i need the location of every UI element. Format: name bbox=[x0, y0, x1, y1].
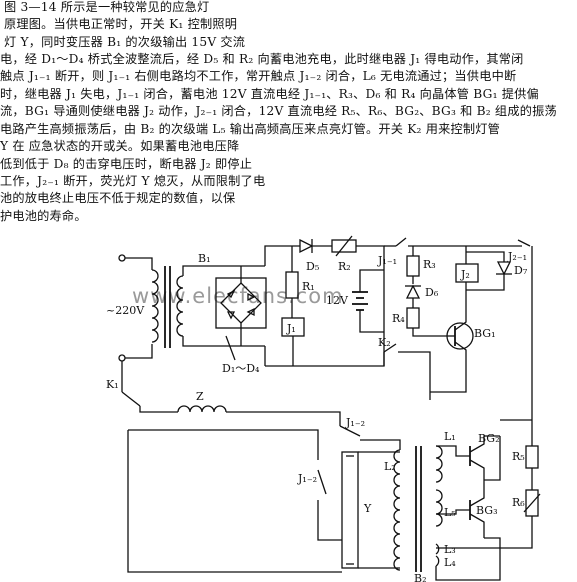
l2-label: L₂ bbox=[384, 460, 396, 473]
wire-b1-sec-bottom bbox=[182, 336, 265, 347]
bg3-label: BG₃ bbox=[476, 504, 497, 517]
j2-1-label: J₂₋₁ bbox=[507, 250, 527, 263]
wire-mains-top bbox=[125, 257, 153, 270]
switch-k1 bbox=[121, 391, 141, 407]
bridge-label: D₁～D₄ bbox=[222, 362, 260, 375]
wire-mains-bottom bbox=[125, 344, 153, 359]
text-line: 图 3—14 所示是一种较常见的应急灯 bbox=[4, 0, 210, 14]
r4-label: R₄ bbox=[392, 312, 405, 325]
battery-12v bbox=[352, 269, 384, 333]
y-label: Y bbox=[363, 502, 372, 515]
text-line: 池的放电终止电压不低于规定的数值，以保 bbox=[0, 191, 236, 205]
d7-label: D₇ bbox=[514, 264, 528, 277]
bridge-rectifier bbox=[215, 266, 267, 346]
mains-label: ~220V bbox=[106, 304, 145, 317]
d6-label: D₆ bbox=[425, 286, 439, 299]
transistor-bg1 bbox=[446, 296, 474, 370]
text-line: Y 在 应急状态的开或关。如果蓄电池电压降 bbox=[0, 139, 240, 153]
zener-d6 bbox=[405, 284, 421, 299]
wire-b1-sec-top bbox=[182, 265, 265, 276]
text-line: 流，BG₁ 导通则使继电器 J₂ 动作，J₂₋₁ 闭合，12V 直流电经 R₅、… bbox=[0, 104, 557, 118]
b1-label: B₁ bbox=[198, 252, 211, 265]
l1-label: L₁ bbox=[444, 430, 456, 443]
wire-battery-loop bbox=[265, 245, 385, 367]
bg2-label: BG₂ bbox=[478, 432, 499, 445]
bg1-label: BG₁ bbox=[474, 327, 495, 340]
fluorescent-tube-y bbox=[341, 451, 359, 569]
transformer-b1 bbox=[151, 266, 184, 348]
switch-k2 bbox=[383, 343, 397, 353]
text-line: 触点 J₁₋₁ 断开，则 J₁₋₁ 右侧电路均不工作，常开触点 J₁₋₂ 闭合，… bbox=[0, 69, 517, 83]
ballast-z bbox=[177, 405, 227, 413]
relay-j2-coil bbox=[455, 263, 479, 283]
wire-rect-plus bbox=[264, 245, 300, 266]
r2-label: R₂ bbox=[338, 260, 351, 273]
contact-j1-1 bbox=[395, 237, 407, 247]
k2-label: K₂ bbox=[378, 336, 391, 349]
transistor-bg2 bbox=[436, 435, 500, 480]
watermark: www.elecfans.com bbox=[132, 284, 344, 308]
text-line: 电，经 D₁～D₄ 桥式全波整流后，经 D₅ 和 R₂ 向蓄电池充电，此时继电器… bbox=[0, 52, 524, 66]
transformer-b2 bbox=[393, 445, 443, 572]
text-line: 电路产生高频振荡后，由 B₂ 的次级端 L₅ 输出高频高压来点亮灯管。开关 K₂… bbox=[0, 122, 501, 136]
l4-label: L₄ bbox=[444, 556, 456, 569]
j2-label: J₂ bbox=[460, 268, 470, 281]
resistor-r4 bbox=[406, 307, 420, 329]
text-line: 低到低于 D₈ 的击穿电压时，断电器 J₂ 即停止 bbox=[0, 157, 253, 171]
j1-2-label: J₁₋₂ bbox=[345, 416, 365, 429]
text-line: 时，继电器 J₁ 失电，J₁₋₁ 闭合，蓄电池 12V 直流电经 J₁₋₁、R₃… bbox=[0, 87, 539, 101]
r6-label: R₆ bbox=[512, 496, 525, 509]
z-label: Z bbox=[196, 390, 204, 403]
mains-terminal-bottom bbox=[118, 354, 126, 362]
r5-label: R₅ bbox=[512, 450, 525, 463]
text-line: 护电池的寿命。 bbox=[0, 209, 87, 223]
j2-contact-label: J₁₋₂ bbox=[297, 472, 317, 485]
b2-label: B₂ bbox=[414, 572, 427, 582]
d5-label: D₅ bbox=[306, 260, 319, 273]
text-line: 灯 Y，同时变压器 B₁ 的次级输出 15V 交流 bbox=[4, 35, 246, 49]
resistor-r5 bbox=[525, 445, 539, 469]
j1-label: J₁ bbox=[286, 322, 296, 335]
r1-label: R₁ bbox=[302, 280, 315, 293]
contact-j1-2 bbox=[339, 425, 361, 437]
description-text: 图 3—14 所示是一种较常见的应急灯 原理图。当供电正常时，开关 K₁ 控制照… bbox=[0, 0, 577, 262]
contact-j2 bbox=[317, 469, 327, 495]
diode-d7 bbox=[496, 261, 512, 276]
text-line: 工作，J₂₋₁ 断开，荧光灯 Y 熄灭，从而限制了电 bbox=[0, 174, 266, 188]
bridge-leader bbox=[225, 335, 236, 361]
transistor-bg3 bbox=[436, 480, 485, 538]
k1-label: K₁ bbox=[106, 378, 119, 391]
text-line: 原理图。当供电正常时，开关 K₁ 控制照明 bbox=[4, 17, 238, 31]
l3-label: L₃ bbox=[444, 543, 456, 556]
contact-j2-1 bbox=[517, 239, 531, 247]
battery-label: 12V bbox=[326, 294, 349, 307]
j1-1-label: J₁₋₁ bbox=[377, 254, 397, 267]
l5-label: L₅ bbox=[444, 506, 456, 519]
r3-label: R₃ bbox=[423, 258, 436, 271]
